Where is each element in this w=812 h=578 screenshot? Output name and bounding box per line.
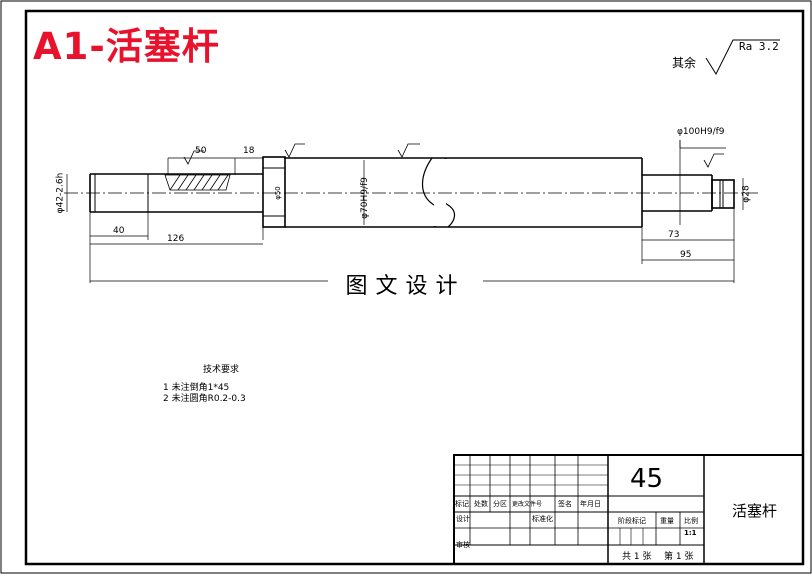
dim-phi70: φ70H9/f9 (359, 177, 370, 219)
col-label-sign: 签名 (558, 500, 572, 508)
section-hatch (164, 174, 231, 191)
dim-126: 126 (167, 234, 185, 244)
title-block-grid (453, 454, 804, 565)
dim-40: 40 (113, 226, 125, 236)
part-name: 活塞杆 (732, 502, 778, 520)
row-design: 设计 (456, 515, 470, 523)
sheets-total: 共 1 张 (622, 552, 652, 562)
stage-mark: 阶段标记 (618, 517, 646, 525)
dim-phi42: φ42-2.6h (55, 172, 66, 214)
row-approve: 审核 (456, 541, 470, 549)
dim-18: 18 (243, 146, 255, 156)
small-roughness-marks (183, 143, 724, 168)
phi100-leader (679, 140, 726, 149)
scale-label: 比例 (684, 517, 698, 525)
drawing-title: A1-活塞杆 (33, 25, 220, 68)
col-label-date: 年月日 (580, 500, 601, 508)
col-label-count: 处数 (474, 500, 488, 508)
col-label-zone: 分区 (493, 500, 507, 508)
dim-73: 73 (668, 230, 680, 240)
col-label-doc: 更改文件号 (512, 501, 543, 508)
row-standard: 标准化 (532, 515, 553, 523)
watermark-text: 图文设计 (328, 272, 483, 302)
scale-value: 1:1 (684, 529, 697, 537)
weight-label: 重量 (660, 517, 674, 525)
dim-95: 95 (680, 250, 692, 260)
col-label-mark: 标记 (455, 500, 469, 508)
inner-border (24, 9, 805, 566)
dim-50: 50 (195, 146, 207, 156)
roughness-other-label: 其余 (672, 56, 697, 70)
tech-req-heading: 技术要求 (203, 365, 240, 375)
shaft-outline (89, 156, 735, 228)
dim-phi28: φ28 (741, 185, 752, 203)
tech-req-item-1: 1 未注倒角1*45 (163, 383, 230, 393)
tech-req-item-2: 2 未注圆角R0.2-0.3 (163, 394, 246, 404)
dim-phi100: φ100H9/f9 (677, 127, 725, 137)
roughness-symbol (705, 39, 780, 76)
break-gap (434, 159, 446, 226)
material-value: 45 (630, 464, 664, 494)
dim-phi-flange: φ50 (273, 186, 282, 200)
roughness-value: Ra 3.2 (739, 40, 779, 53)
sheet-number: 第 1 张 (664, 552, 694, 562)
